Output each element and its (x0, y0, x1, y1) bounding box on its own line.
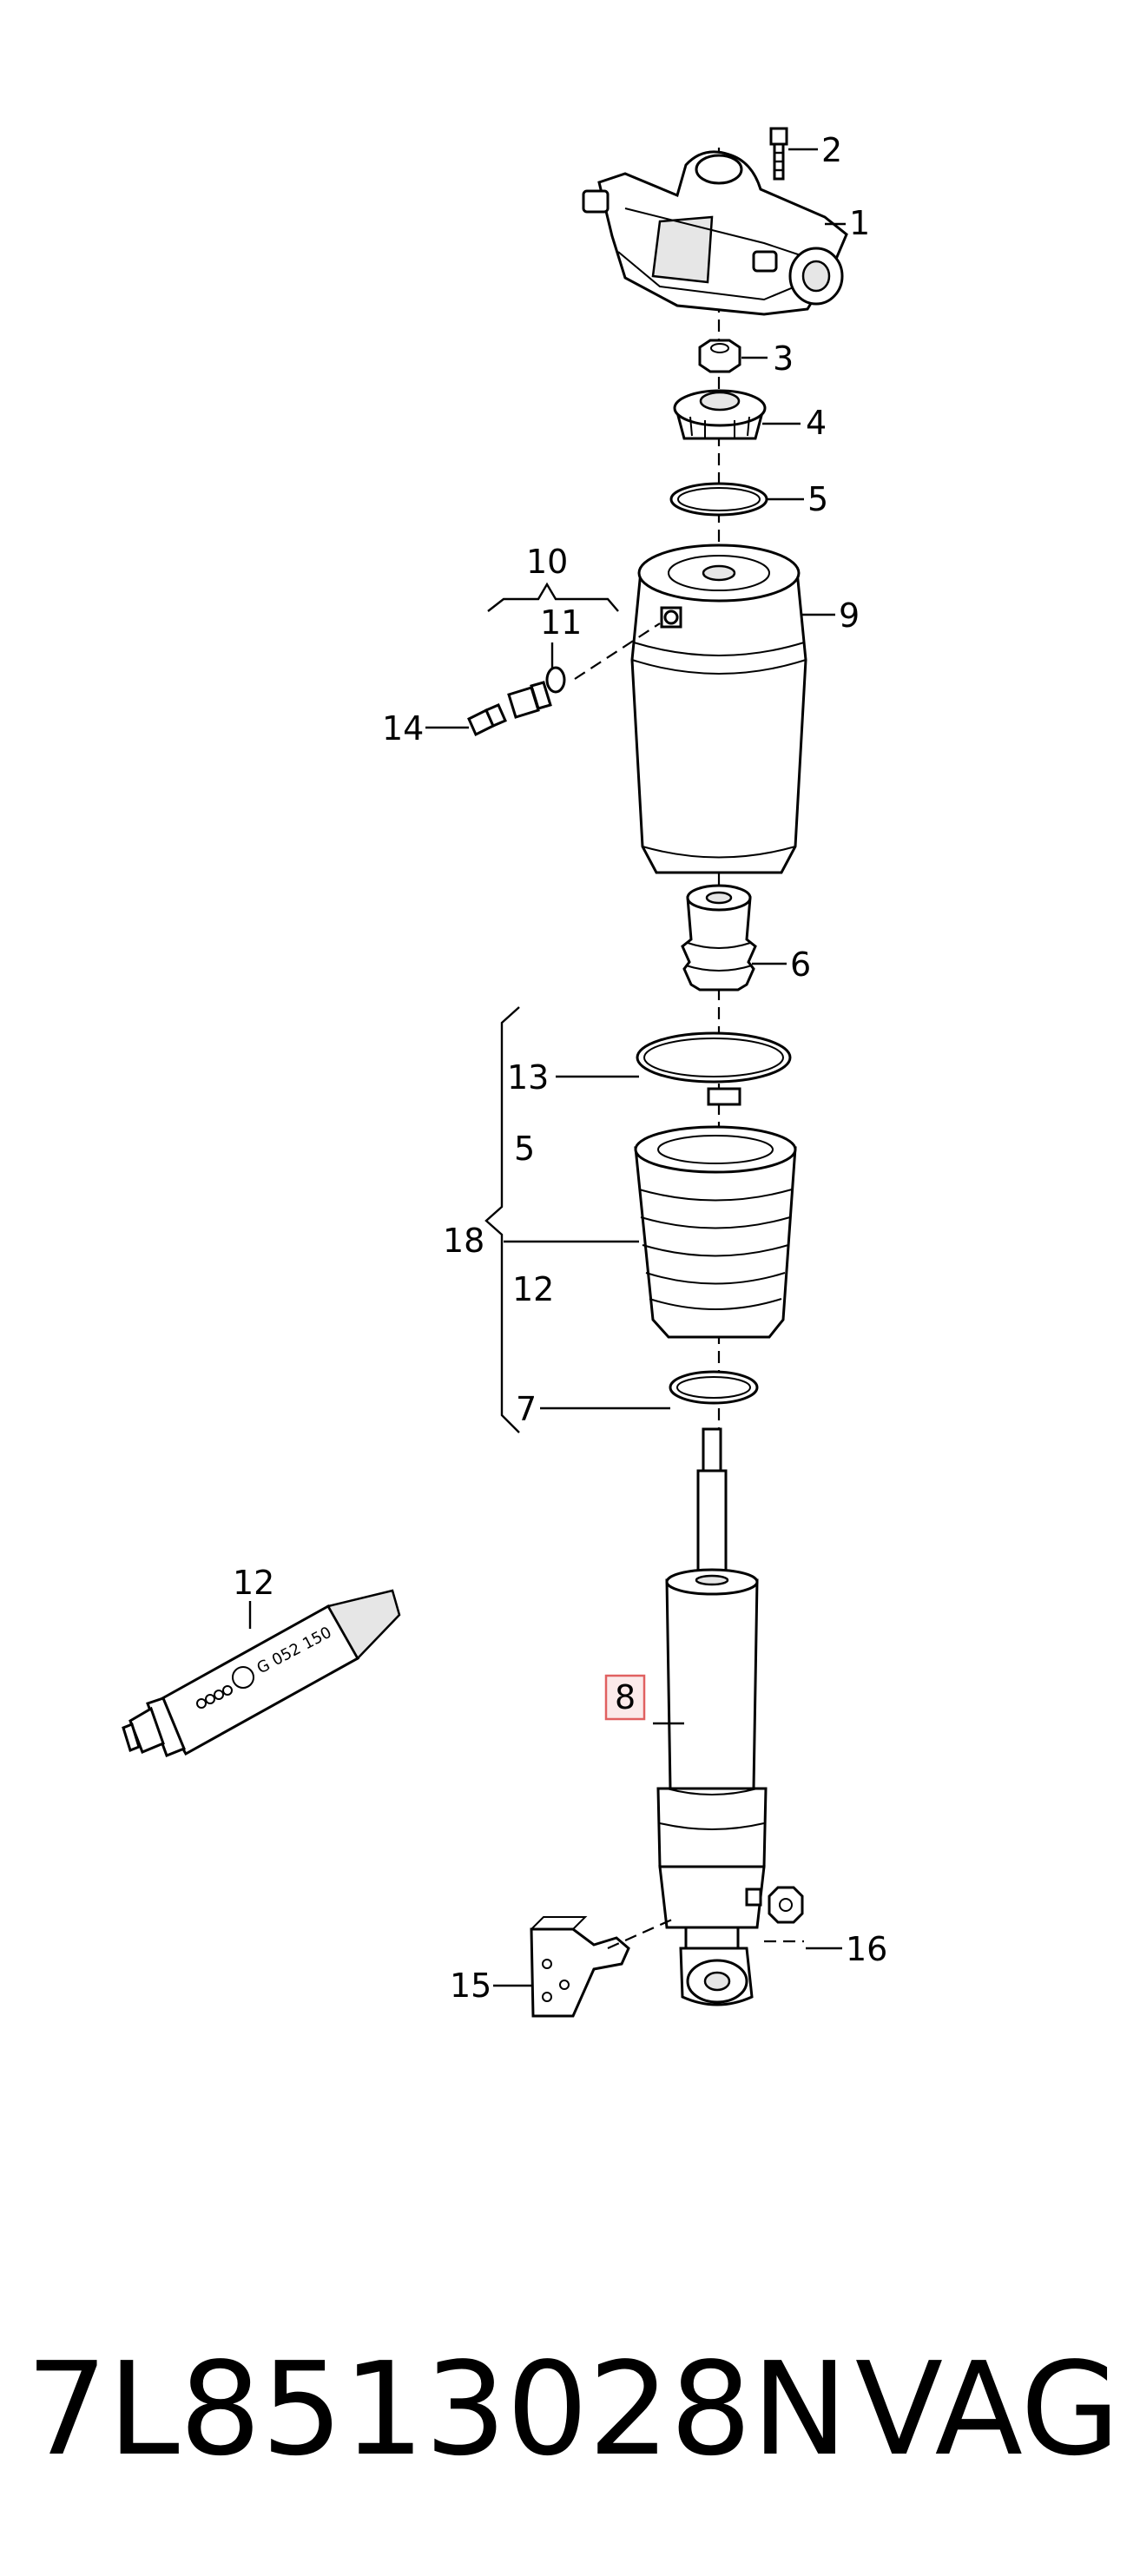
callout-18: 18 (443, 1222, 484, 1260)
part-9-air-spring (630, 544, 807, 874)
leader-lines (248, 148, 846, 1987)
callout-14: 14 (382, 709, 424, 748)
callout-8: 8 (615, 1678, 636, 1716)
callout-7: 7 (516, 1390, 537, 1428)
callout-6: 6 (790, 945, 811, 984)
part-8-shock-absorber (656, 1427, 768, 2006)
part-15-bracket (530, 1916, 630, 2018)
part-8-highlight-box (604, 1674, 646, 1721)
part-4-bearing (673, 389, 767, 440)
callout-9: 9 (839, 596, 860, 635)
part-14-valve-cap (467, 703, 507, 737)
part-6-bump-stop (681, 884, 757, 992)
part-12-grease-tube: G 052 150 (122, 1589, 401, 1757)
callout-12-group: 12 (512, 1270, 554, 1308)
brand-label: VAG (854, 2335, 1120, 2484)
callout-1: 1 (849, 204, 870, 242)
part-3-nut (698, 339, 741, 373)
part-2-bolt (769, 127, 788, 181)
footer: 7L8513028N VAG (26, 2336, 1120, 2483)
callout-13: 13 (507, 1058, 549, 1097)
callout-16: 16 (846, 1930, 887, 1968)
callout-5-group: 5 (514, 1130, 535, 1168)
callout-10: 10 (526, 543, 568, 581)
part-11-seal-ring (545, 666, 566, 694)
part-10-valve-group (487, 582, 661, 680)
part-number: 7L8513028N (26, 2335, 848, 2484)
part-1-top-mount (582, 150, 848, 316)
callout-12-tube: 12 (233, 1564, 274, 1602)
part-13-clamp-ring (636, 1031, 792, 1106)
callout-labels: 2 1 3 4 5 10 9 11 14 6 13 5 18 12 7 12 8… (233, 131, 887, 2005)
part-12-dust-boot (634, 1125, 797, 1339)
part-7-o-ring (669, 1370, 759, 1405)
part-10-valve-body (507, 681, 552, 719)
part-5-o-ring (669, 482, 768, 517)
part-18-bracket (484, 1006, 520, 1433)
callout-5-top: 5 (807, 480, 828, 518)
callout-2: 2 (821, 131, 842, 169)
callout-4: 4 (806, 404, 827, 442)
callout-3: 3 (773, 339, 794, 378)
callout-15: 15 (450, 1967, 491, 2005)
callout-11: 11 (540, 603, 582, 642)
part-16-bolt-nut (745, 1886, 804, 1924)
